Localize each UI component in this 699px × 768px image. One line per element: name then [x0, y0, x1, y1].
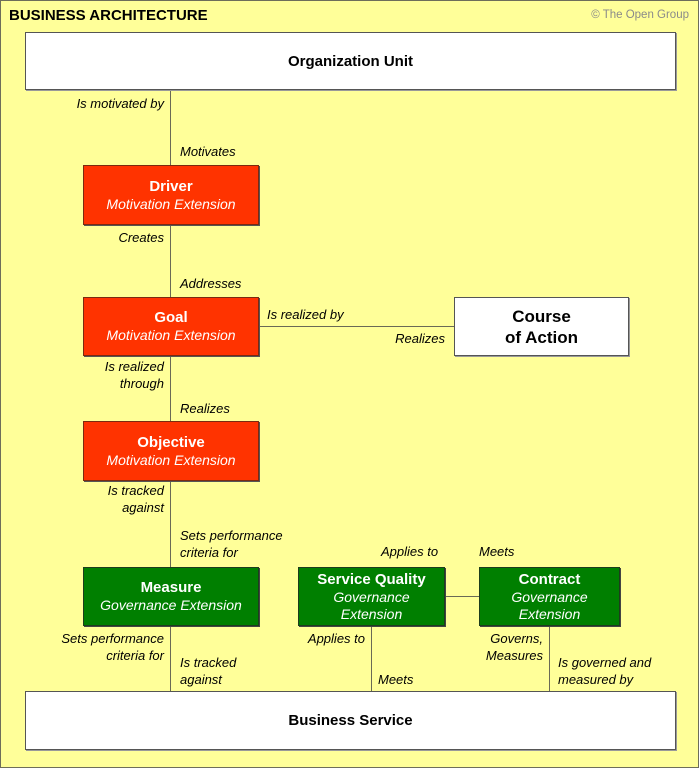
label-service-meets: Meets — [378, 672, 414, 687]
label-service-is-tracked-2: against — [180, 672, 222, 687]
label-sets-performance-1: Sets performance — [180, 528, 283, 543]
label-realizes-objective: Realizes — [180, 401, 230, 416]
entity-measure[interactable]: Measure Governance Extension — [83, 567, 259, 626]
label-contract-meets: Meets — [479, 544, 515, 559]
entity-name: Service Quality — [317, 570, 426, 588]
label-is-tracked-against-2: against — [122, 500, 164, 515]
entity-course-of-action[interactable]: Course of Action — [454, 297, 629, 356]
entity-contract[interactable]: Contract Governance Extension — [479, 567, 620, 626]
label-is-realized-through-1: Is realized — [104, 359, 164, 374]
connector-contract-service — [549, 625, 550, 691]
entity-organization-unit[interactable]: Organization Unit — [25, 32, 676, 90]
entity-name-line1: Course — [512, 306, 571, 326]
entity-goal[interactable]: Goal Motivation Extension — [83, 297, 259, 356]
label-realizes-coa: Realizes — [395, 331, 445, 346]
label-service-is-tracked-1: Is tracked — [180, 655, 237, 670]
entity-extension-line1: Governance — [333, 588, 410, 605]
diagram-title: BUSINESS ARCHITECTURE — [9, 7, 208, 24]
label-creates: Creates — [118, 230, 164, 245]
label-motivates: Motivates — [180, 144, 236, 159]
connector-org-driver — [170, 89, 171, 165]
entity-extension-line2: Extension — [340, 605, 403, 622]
entity-name: Objective — [137, 433, 205, 451]
entity-name: Goal — [154, 309, 188, 326]
entity-extension: Motivation Extension — [106, 451, 236, 468]
label-governs-measures-1: Governs, — [490, 631, 543, 646]
label-sq-applies-to-service: Applies to — [307, 631, 365, 646]
label-sets-performance-2: criteria for — [180, 545, 238, 560]
label-is-tracked-against-1: Is tracked — [107, 483, 164, 498]
entity-extension: Motivation Extension — [106, 195, 236, 212]
label-measure-sets-performance-2: criteria for — [106, 648, 164, 663]
label-governs-measures-2: Measures — [485, 648, 543, 663]
label-measure-sets-performance-1: Sets performance — [61, 631, 164, 646]
entity-name: Organization Unit — [288, 52, 413, 70]
label-sq-applies-to-contract: Applies to — [381, 544, 439, 559]
entity-business-service[interactable]: Business Service — [25, 691, 676, 750]
entity-extension: Governance Extension — [100, 597, 242, 613]
connector-objective-measure — [170, 480, 171, 567]
entity-extension: Motivation Extension — [106, 327, 236, 343]
label-is-realized-through-2: through — [119, 376, 164, 391]
connector-driver-goal — [170, 224, 171, 297]
connector-sq-contract — [444, 596, 479, 597]
entity-name: Contract — [518, 570, 581, 588]
connector-goal-coa — [258, 326, 454, 327]
label-is-governed-1: Is governed and — [558, 655, 652, 670]
connector-measure-service — [170, 625, 171, 691]
entity-extension-line1: Governance — [511, 588, 588, 605]
entity-name-line2: of Action — [504, 327, 579, 347]
entity-objective[interactable]: Objective Motivation Extension — [83, 421, 259, 481]
entity-driver[interactable]: Driver Motivation Extension — [83, 165, 259, 225]
label-addresses: Addresses — [180, 276, 242, 291]
entity-extension-line2: Extension — [518, 605, 581, 622]
entity-name: Business Service — [288, 712, 413, 729]
connector-sq-service — [371, 625, 372, 691]
entity-name: Measure — [140, 579, 202, 596]
entity-name: Driver — [149, 177, 193, 195]
connector-goal-objective — [170, 355, 171, 421]
entity-service-quality[interactable]: Service Quality Governance Extension — [298, 567, 445, 626]
copyright-notice: © The Open Group — [591, 9, 689, 21]
label-is-realized-by: Is realized by — [267, 307, 344, 322]
label-is-governed-2: measured by — [558, 672, 634, 687]
label-is-motivated-by: Is motivated by — [76, 96, 164, 111]
